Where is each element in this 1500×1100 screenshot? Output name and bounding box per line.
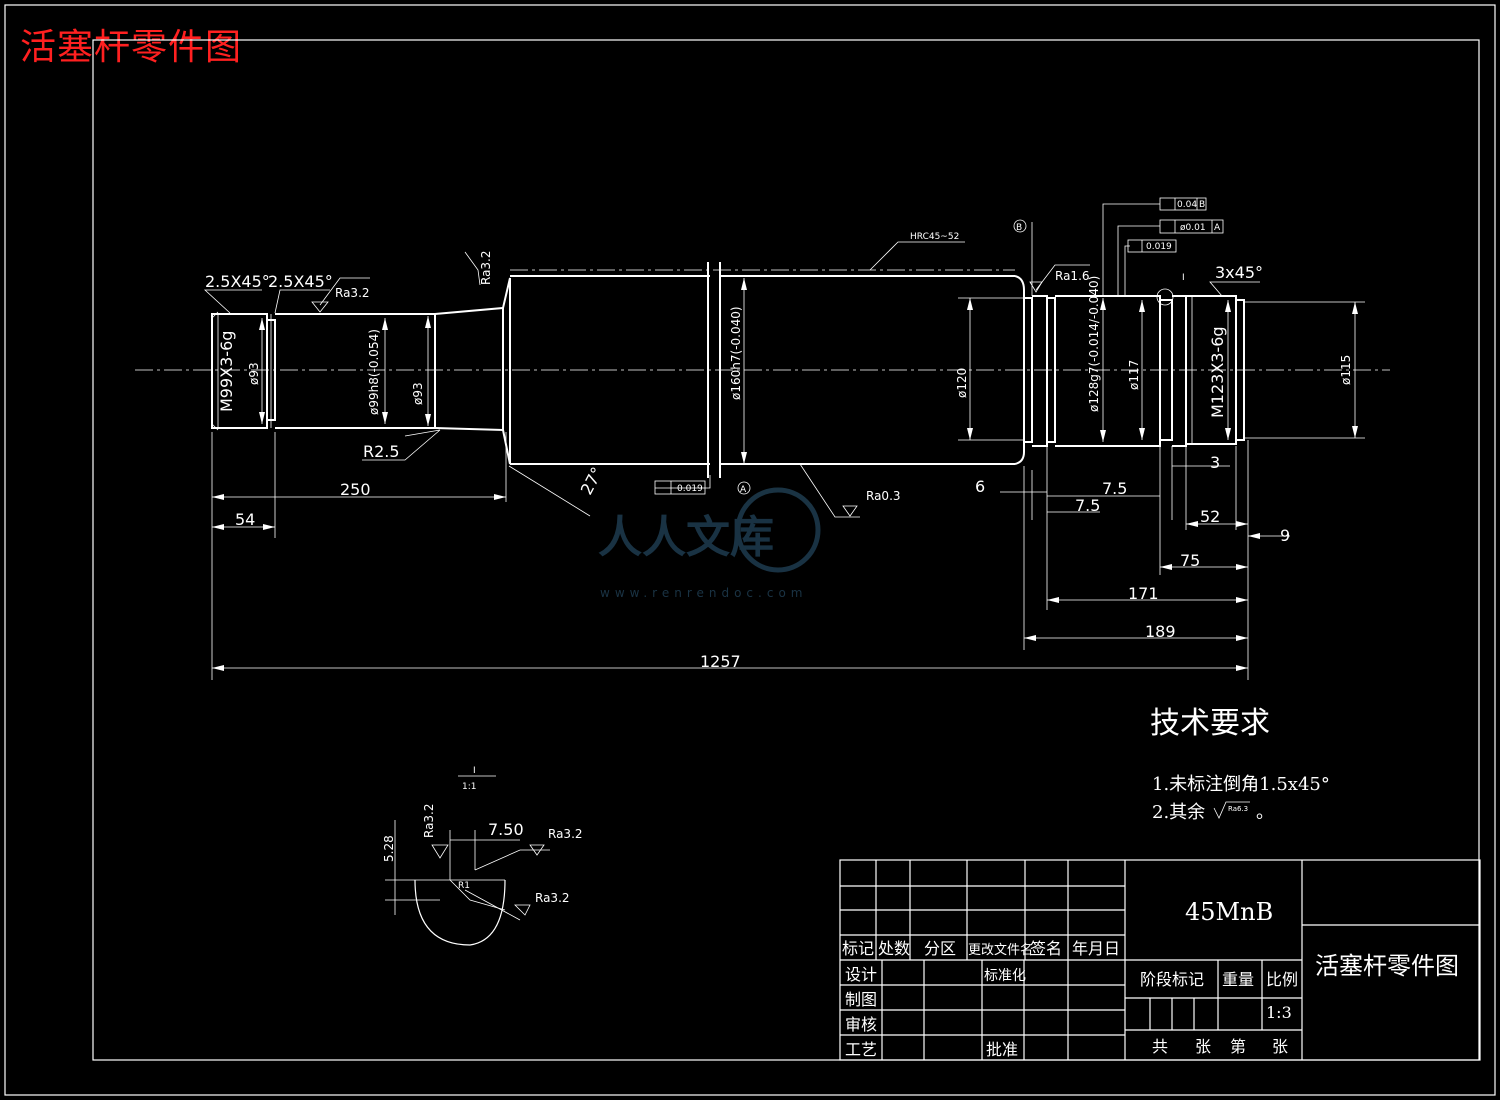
roughness-r4: Ra0.3 [866,489,901,503]
label-standard: 标准化 [984,968,1026,984]
technical-requirements: 技术要求 1.未标注倒角1.5x45° 2.其余 Ra6.3 。 [1150,706,1330,823]
d160-label: ø160h7(-0.040) [729,306,743,400]
chamfer-right: 3x45° [1215,263,1263,282]
tol-perp-ref: B [1199,200,1205,210]
header-mark: 标记 [842,939,874,958]
radius-label: R2.5 [363,442,400,461]
datum-b: B [1016,223,1022,233]
dim-3: 3 [1210,453,1220,472]
tech-req-item-2-symbol: Ra6.3 [1228,805,1248,813]
dim-7-5a: 7.5 [1075,496,1100,515]
tech-req-heading: 技术要求 [1150,706,1270,741]
dim-1257: 1257 [700,652,741,671]
tech-req-item-1: 1.未标注倒角1.5x45° [1152,774,1330,795]
d117-label: ø117 [1127,360,1141,390]
d120-label: ø120 [955,368,969,398]
sheet-unit2: 张 [1272,1037,1288,1056]
detail-d750: 7.50 [488,820,524,839]
dim-7-5b: 7.5 [1102,479,1127,498]
sheet-total: 共 [1152,1037,1168,1056]
detail-radius: R1 [458,881,470,891]
label-stage-mark: 阶段标记 [1140,970,1204,989]
watermark-url: www.renrendoc.com [600,586,807,600]
header-zone: 分区 [924,939,956,958]
inner-frame [92,39,1480,1061]
detail-marker: I [1182,273,1185,283]
d99-label: ø99h8(-0.054) [367,329,381,415]
title-block-text: 45MnB 活塞杆零件图 标记 处数 分区 更改文件名 签名 年月日 设计 标准… [842,898,1459,1059]
title-block [839,859,1481,1061]
dim-189: 189 [1145,622,1176,641]
detail-r2: Ra3.2 [548,827,583,841]
outer-frame [4,4,1496,1096]
tech-req-item-2: 2.其余 [1152,802,1205,823]
header-count: 处数 [878,939,910,958]
detail-d528: 5.28 [382,835,396,862]
drawing-labels: 2.5X45° 2.5X45° Ra3.2 Ra3.2 HRC45~52 Ra1… [205,200,1353,671]
dim-54: 54 [235,510,255,529]
chamfer-left1: 2.5X45° [205,272,270,291]
chamfer-left2: 2.5X45° [268,272,333,291]
header-signature: 签名 [1030,939,1062,958]
label-review: 审核 [845,1015,877,1034]
tol-coax-ref: A [1214,223,1221,233]
tol-flat-right: 0.019 [1146,242,1172,252]
d128-label: ø128g7(-0.014/-0.040) [1087,276,1101,412]
sheet-unit1: 张 [1195,1037,1211,1056]
detail-r3: Ra3.2 [535,891,570,905]
watermark-brand: 人人文库 [598,512,774,563]
dimension-arrows [212,278,1358,671]
roughness-r2: Ra3.2 [479,250,493,285]
label-ratio: 比例 [1266,970,1298,989]
dim-171: 171 [1128,584,1159,603]
sheet-number: 第 [1230,1037,1246,1056]
dim-9: 9 [1280,526,1290,545]
datum-markers [737,219,1027,495]
header-change-doc: 更改文件名 [968,942,1033,958]
detail-r1: Ra3.2 [422,803,436,838]
tolerance-frames [654,197,1224,495]
dim-52: 52 [1200,507,1220,526]
drawing-title: 活塞杆零件图 [20,27,243,68]
watermark: 人人文库 www.renrendoc.com [598,487,821,600]
material: 45MnB [1185,898,1273,926]
label-draw: 制图 [845,990,877,1009]
roughness-r1: Ra3.2 [335,286,370,300]
detail-view: I 1:1 5.28 Ra3.2 7.50 Ra3.2 R1 Ra3.2 [382,766,583,946]
label-design: 设计 [845,965,877,984]
dim-75: 75 [1180,551,1200,570]
shaft-profile [211,262,1245,478]
detail-scale: 1:1 [462,782,476,792]
roughness-symbols [311,251,1043,517]
detail-title: I [473,766,476,776]
scale-value: 1:3 [1266,1003,1292,1022]
label-process: 工艺 [845,1040,877,1059]
d115-label: ø115 [1339,355,1353,385]
drawing-name: 活塞杆零件图 [1315,952,1459,980]
tol-perp: 0.04 [1177,200,1197,210]
dim-250: 250 [340,480,371,499]
header-date: 年月日 [1072,939,1120,958]
label-approve: 批准 [986,1040,1018,1059]
dim-6: 6 [975,477,985,496]
datum-a: A [740,485,747,495]
d93b-label: ø93 [411,382,425,405]
thread-right-label: M123X3-6g [1208,326,1227,418]
thread-left-label: M99X3-6g [217,331,236,412]
tol-flat-main: 0.019 [677,484,703,494]
d93a-label: ø93 [247,362,261,385]
tech-req-item-2-suffix: 。 [1256,802,1274,823]
hardness-label: HRC45~52 [910,232,959,242]
tol-coax: ø0.01 [1180,223,1206,233]
roughness-r3: Ra1.6 [1055,269,1090,283]
label-weight: 重量 [1222,970,1254,989]
angle-label: 27° [577,464,607,498]
